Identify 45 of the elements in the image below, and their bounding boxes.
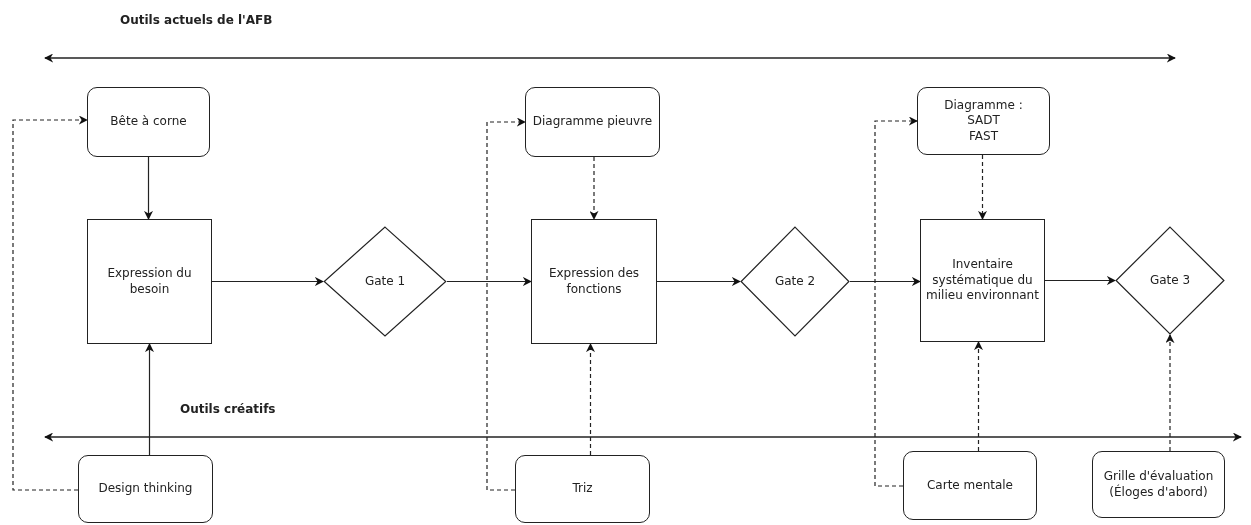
arrow bbox=[874, 116, 918, 487]
arrow bbox=[486, 117, 526, 491]
decision-diamond bbox=[1115, 226, 1225, 335]
arrow bbox=[849, 277, 921, 286]
process-box bbox=[531, 219, 657, 344]
node-text: Diagramme : bbox=[943, 97, 1024, 114]
node-text: Triz bbox=[571, 481, 594, 497]
process-box bbox=[87, 219, 212, 344]
arrow bbox=[589, 156, 599, 220]
tool-box bbox=[1092, 451, 1225, 518]
decision-diamond bbox=[323, 226, 447, 337]
decision-diamond bbox=[740, 226, 850, 337]
node-text: Grille d'évaluation (Éloges d'abord) bbox=[1102, 468, 1215, 501]
tool-box bbox=[87, 87, 210, 157]
tool-box bbox=[903, 451, 1037, 520]
arrow bbox=[145, 343, 154, 456]
arrow bbox=[1165, 334, 1175, 452]
node-text: SADT bbox=[966, 113, 1001, 129]
arrow bbox=[211, 277, 324, 286]
node-text: Expression des fonctions bbox=[547, 265, 641, 298]
arrow bbox=[974, 341, 983, 452]
arrow bbox=[1044, 276, 1116, 285]
node-text: Gate 3 bbox=[1148, 272, 1192, 289]
arrow bbox=[12, 115, 88, 491]
tool-box bbox=[515, 455, 650, 523]
arrow bbox=[978, 154, 987, 220]
arrow bbox=[656, 277, 741, 286]
node-text: Gate 2 bbox=[773, 273, 817, 290]
node-text: Expression du besoin bbox=[106, 265, 193, 298]
node-text: Carte mentale bbox=[926, 477, 1014, 494]
tool-box bbox=[525, 87, 660, 157]
node-text: Inventaire systématique du milieu environnant bbox=[925, 257, 1040, 304]
arrow bbox=[446, 277, 532, 286]
arrow bbox=[144, 156, 153, 220]
tool-box bbox=[917, 87, 1050, 155]
tool-box bbox=[78, 455, 213, 523]
node-text: Bête à corne bbox=[109, 114, 188, 130]
node-text: FAST bbox=[968, 128, 999, 145]
arrow bbox=[586, 343, 595, 456]
node-text: Diagramme pieuvre bbox=[531, 114, 654, 130]
section-heading: Outils créatifs bbox=[180, 402, 276, 416]
section-heading: Outils actuels de l'AFB bbox=[120, 13, 273, 27]
node-text: Gate 1 bbox=[363, 273, 407, 290]
node-text: Design thinking bbox=[97, 481, 194, 497]
process-box bbox=[920, 219, 1045, 342]
